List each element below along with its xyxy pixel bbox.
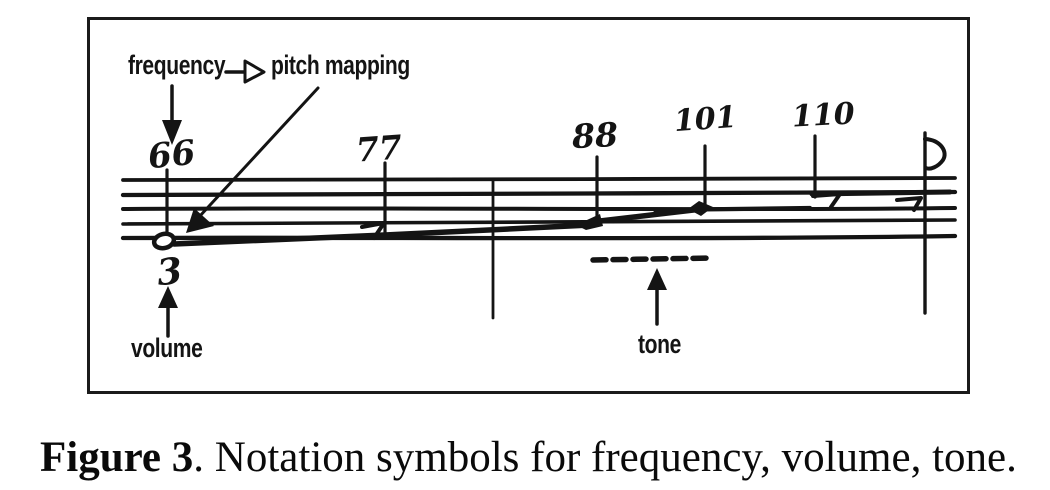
frequency-value-77: 77 [354,127,404,170]
frequency-value-88: 88 [571,114,619,157]
pitch-mapping-label: pitch mapping [271,50,410,80]
tone-up-arrow-icon [647,268,667,326]
figure-box [87,17,970,394]
pitch-mapping-arrowhead [186,208,214,233]
caption-figure-number: Figure 3 [40,434,194,481]
tone-label: tone [638,329,681,359]
final-note-flag [923,137,947,171]
mapping-arrow-icon [224,59,266,84]
figure-caption: Figure 3. Notation symbols for frequency… [40,433,1017,482]
pitch-contour-lines [171,189,953,247]
note-glyph-end [895,196,923,212]
caption-text: . Notation symbols for frequency, volume… [193,434,1017,481]
frequency-value-66: 66 [146,132,198,178]
frequency-value-101: 101 [672,99,738,140]
tone-dashed-line [590,255,715,263]
volume-label: volume [131,333,203,363]
note-stems [165,134,817,245]
frequency-label: frequency [128,50,226,80]
volume-up-arrow-icon [158,286,178,338]
frequency-value-110: 110 [791,96,856,135]
volume-value: 3 [154,249,185,295]
frequency-down-arrow-icon [162,84,182,145]
pitch-mapping-pointer [186,86,320,233]
note-head-66 [151,231,177,251]
